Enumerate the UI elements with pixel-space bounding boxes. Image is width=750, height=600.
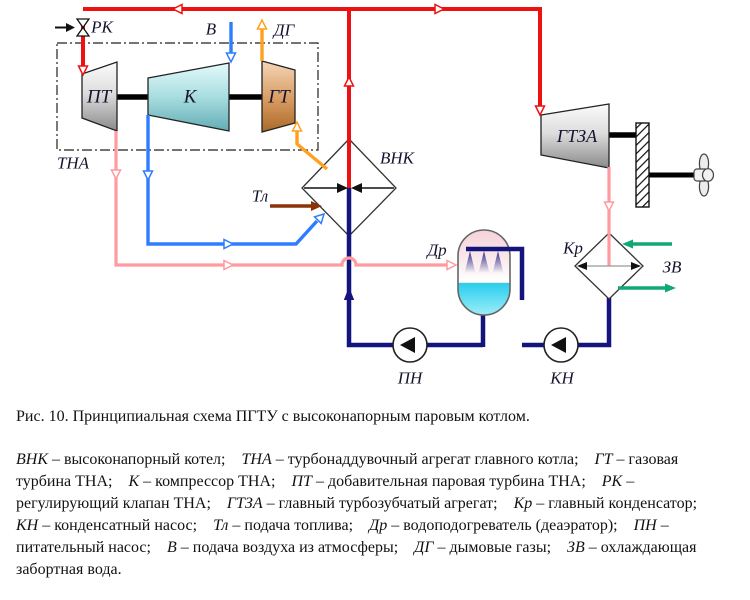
condensate-pump-arrow xyxy=(551,337,566,353)
legend-term: ВНК xyxy=(16,451,48,468)
gtza-exhaust-down-arrow xyxy=(603,201,615,213)
figure-legend: ВНК – высоконапорный котел; ТНА – турбон… xyxy=(16,449,730,581)
compressed-air-line xyxy=(146,115,319,246)
vnk-inner-arrows xyxy=(304,183,394,193)
legend-definition: – питательный насос; xyxy=(16,517,669,556)
label-rk-valve: РК xyxy=(91,17,113,37)
air-right-arrow xyxy=(223,238,235,250)
label-vnk-boiler: ВНК xyxy=(380,148,414,168)
label-condensate-pump: КН xyxy=(550,368,574,388)
label-air-in: В xyxy=(205,19,217,39)
exhaust-steam-arrows xyxy=(110,169,615,271)
flue-gas-up-arrow xyxy=(256,18,268,30)
steam-left-arrow xyxy=(171,3,183,15)
label-fuel: Тл xyxy=(251,186,269,206)
label-compressor: К xyxy=(183,86,197,108)
legend-definition: – конденсатный насос; xyxy=(38,517,198,534)
air-arrows xyxy=(142,52,326,250)
feed-riser-and-pn-line xyxy=(346,188,483,348)
pt-exhaust-down-arrow xyxy=(110,169,122,181)
legend-term: Кр xyxy=(513,495,533,512)
rk-inlet-arrow xyxy=(66,23,75,32)
legend-definition: – водоподогреватель (деаэратор); xyxy=(387,517,618,534)
into-deaerator-arrow xyxy=(446,259,458,271)
feedwater-up-arrow xyxy=(343,287,355,300)
gearbox-block xyxy=(635,122,650,208)
steam-into-pt-arrow xyxy=(77,65,89,77)
air-intake-arrow xyxy=(225,52,237,64)
label-deaerator: Др xyxy=(427,240,447,260)
label-seawater: ЗВ xyxy=(662,257,682,277)
seawater-out-arrow xyxy=(665,283,676,293)
legend-term: К xyxy=(128,473,140,490)
fuel-line xyxy=(270,201,322,211)
label-feed-pump: ПН xyxy=(397,368,423,388)
label-gt-turbine: ГТ xyxy=(268,86,290,108)
legend-term: КН xyxy=(16,517,39,534)
label-gtza: ГТЗА xyxy=(556,126,598,146)
label-flue-gas: ДГ xyxy=(273,20,295,40)
legend-term: Др xyxy=(369,517,388,534)
seawater-lines xyxy=(618,242,672,290)
feed-pump-arrow xyxy=(400,337,415,353)
legend-term: ДГ xyxy=(414,539,434,556)
gas-into-gt-arrow xyxy=(291,120,303,132)
feed-pump xyxy=(392,327,428,363)
legend-term: РК xyxy=(601,473,623,490)
water-level xyxy=(458,283,510,315)
legend-definition: – подача топлива; xyxy=(228,517,354,534)
pt-exhaust-right-arrow xyxy=(223,259,235,271)
legend-term: ТНА xyxy=(241,451,272,468)
legend-term: ПТ xyxy=(291,473,312,490)
legend-term: ГТ xyxy=(594,451,613,468)
gas-arrows xyxy=(256,18,303,132)
steam-right-arrow xyxy=(434,3,446,15)
condensate-into-deaerator-pipe xyxy=(466,246,525,300)
legend-definition: – регулирующий клапан ТНА; xyxy=(16,473,635,512)
seawater-in-arrow xyxy=(622,239,633,249)
tna-turbomachines xyxy=(81,60,296,133)
legend-definition: – дымовые газы; xyxy=(433,539,552,556)
legend-definition: – турбонаддувочный агрегат главного котл… xyxy=(271,451,579,468)
legend-term: Тл xyxy=(213,517,229,534)
steam-arrows xyxy=(77,3,546,117)
figure-caption: Рис. 10. Принципиальная схема ПГТУ с выс… xyxy=(16,408,530,425)
propeller xyxy=(693,153,715,197)
kr-inner-arrow xyxy=(577,262,641,270)
gtza-drivetrain xyxy=(540,103,715,208)
legend-definition: – добавительная паровая турбина ТНА; xyxy=(311,473,586,490)
legend-term: ЗВ xyxy=(567,539,585,556)
fuel-arrow xyxy=(311,201,322,211)
pgtu-schematic-diagram: РК В ДГ ПТ К ГТ ТНА ВНК Тл ГТЗА Др Кр ЗВ… xyxy=(55,3,715,388)
label-condenser: Кр xyxy=(563,238,583,258)
pt-exhaust-line xyxy=(114,131,447,267)
legend-definition: – подача воздуха из атмосферы; xyxy=(176,539,399,556)
air-down-arrow xyxy=(142,170,154,182)
legend-definition: – главный конденсатор; xyxy=(532,495,698,512)
spray-nozzles xyxy=(464,251,504,273)
legend-term: В xyxy=(166,539,177,556)
exhaust-steam-pipes xyxy=(114,131,611,267)
legend-term: ГТЗА xyxy=(226,495,263,512)
gt-gas-turbine-shape xyxy=(261,60,296,133)
legend-definition: – охлаждающая забортная вода. xyxy=(16,539,697,578)
legend-definition: – газовая турбина ТНА; xyxy=(16,451,679,490)
legend-definition: – компрессор ТНА; xyxy=(139,473,276,490)
compressor-shape xyxy=(147,62,230,132)
label-pt-turbine: ПТ xyxy=(86,86,112,108)
label-tna-unit: ТНА xyxy=(56,153,90,173)
legend-term: ПН xyxy=(633,517,657,534)
steam-into-gtza-arrow xyxy=(534,105,546,117)
legend-definition: – высоконапорный котел; xyxy=(47,451,226,468)
schematic-canvas xyxy=(55,3,715,363)
condensate-pump xyxy=(543,327,579,363)
rk-valve xyxy=(55,18,91,37)
air-into-boiler-arrow xyxy=(313,212,326,225)
deaerator-vessel xyxy=(457,229,525,316)
boiler-to-gt-gas-line xyxy=(295,130,329,171)
legend-definition: – главный турбозубчатый агрегат; xyxy=(262,495,498,512)
steam-up-arrow xyxy=(343,75,355,87)
gas-pipes xyxy=(260,28,329,171)
tna-boundary-box xyxy=(56,42,319,151)
